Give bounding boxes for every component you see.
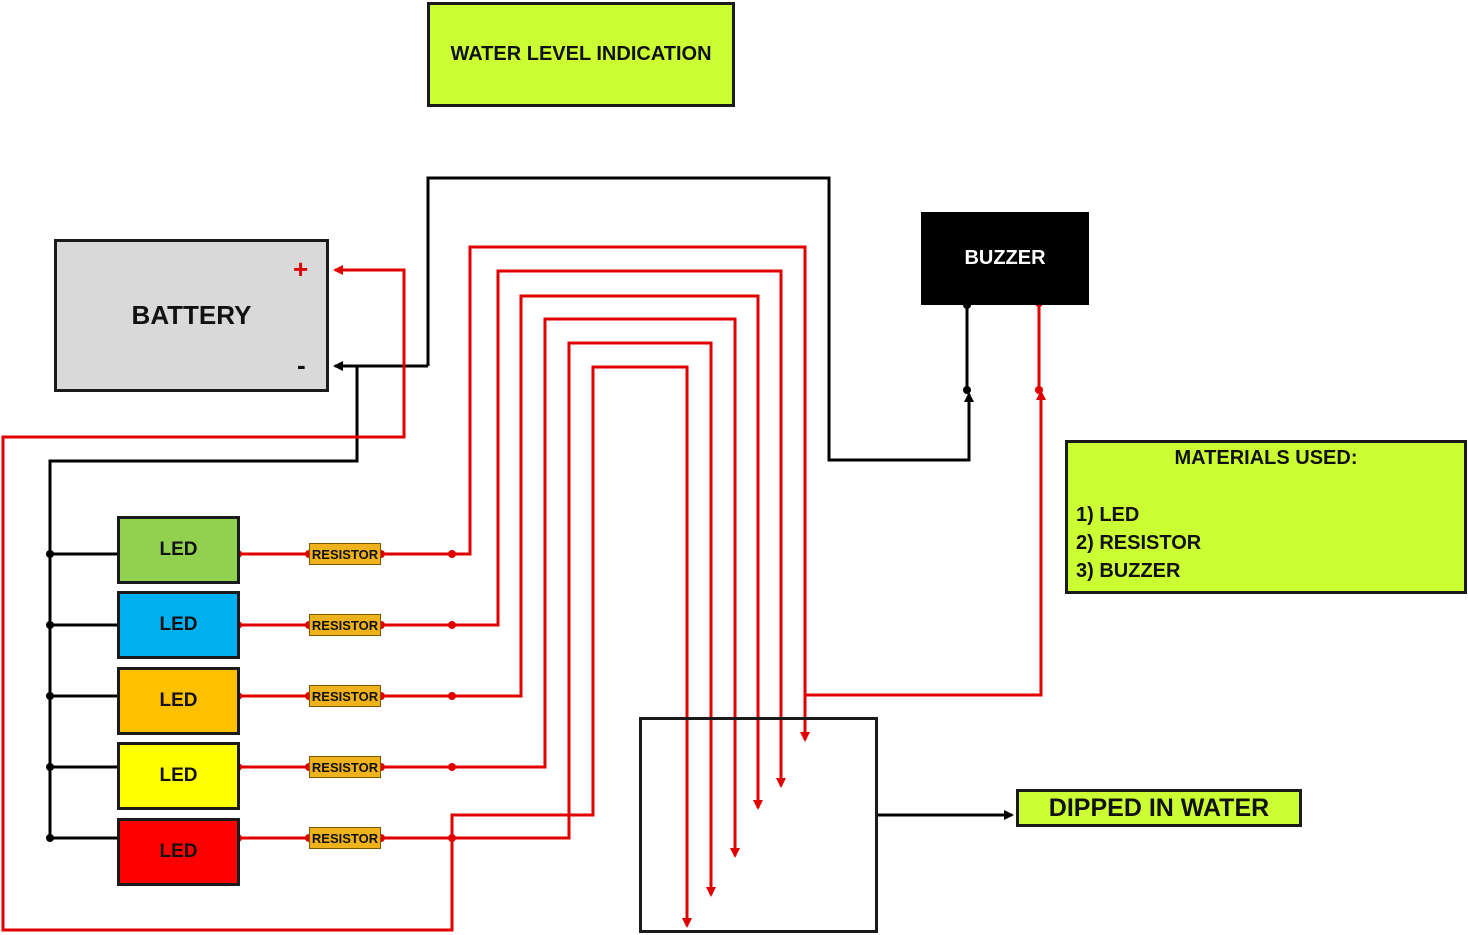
resistor-label: RESISTOR — [311, 830, 379, 846]
led-label: LED — [159, 539, 198, 560]
diagram-title-box: WATER LEVEL INDICATION — [427, 2, 735, 107]
led-green: LED — [117, 516, 240, 584]
resistor: RESISTOR — [309, 827, 381, 849]
dipped-in-water-label: DIPPED IN WATER — [1048, 793, 1270, 822]
battery-negative-terminal: - — [297, 350, 306, 380]
materials-item: 2) RESISTOR — [1076, 532, 1202, 554]
materials-item: 3) BUZZER — [1076, 560, 1181, 582]
resistor: RESISTOR — [309, 543, 381, 565]
negative-wires — [48, 176, 1014, 840]
led-blue: LED — [117, 591, 240, 659]
led-label: LED — [159, 614, 198, 635]
resistor-label: RESISTOR — [311, 546, 379, 562]
battery-negative-wire — [426, 176, 974, 462]
resistor-label: RESISTOR — [311, 759, 379, 775]
led-label: LED — [159, 765, 198, 786]
battery: BATTERY + - — [54, 239, 329, 392]
led-ground-bus — [48, 366, 359, 838]
materials-list: 1) LED 2) RESISTOR 3) BUZZER — [1076, 501, 1201, 585]
materials-item: 1) LED — [1076, 504, 1140, 526]
water-container — [639, 717, 878, 933]
materials-title: MATERIALS USED: — [1174, 447, 1358, 469]
battery-positive-terminal: + — [293, 254, 309, 284]
resistor: RESISTOR — [309, 614, 381, 636]
buzzer-label: BUZZER — [964, 247, 1046, 269]
led-yellow: LED — [117, 742, 240, 810]
battery-label: BATTERY — [131, 300, 252, 330]
battery-positive-wire — [1, 265, 454, 932]
led-orange: LED — [117, 667, 240, 735]
buzzer-positive-wire — [805, 390, 1046, 697]
resistor-label: RESISTOR — [311, 688, 379, 704]
diagram-title: WATER LEVEL INDICATION — [450, 43, 712, 65]
buzzer: BUZZER — [921, 212, 1089, 305]
led-label: LED — [159, 841, 198, 862]
led-red: LED — [117, 818, 240, 886]
resistor: RESISTOR — [309, 685, 381, 707]
led-label: LED — [159, 690, 198, 711]
dipped-in-water-box: DIPPED IN WATER — [1016, 789, 1302, 827]
materials-used-box: MATERIALS USED: 1) LED 2) RESISTOR 3) BU… — [1065, 440, 1467, 594]
positive-wires — [1, 245, 1046, 932]
resistor: RESISTOR — [309, 756, 381, 778]
resistor-label: RESISTOR — [311, 617, 379, 633]
